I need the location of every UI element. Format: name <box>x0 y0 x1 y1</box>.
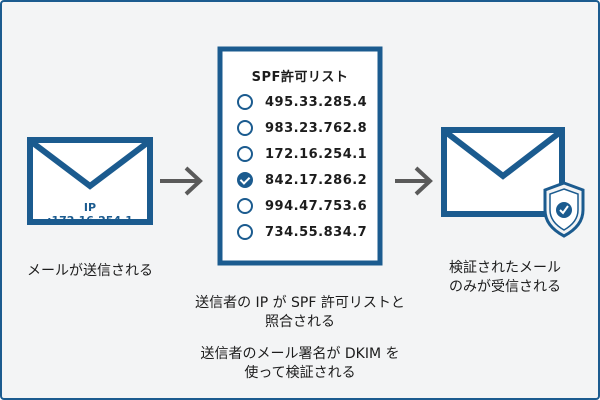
radio-icon <box>237 224 253 240</box>
spf-list-item: 983.23.762.8 <box>237 118 367 138</box>
spf-ip-value: 172.16.254.1 <box>265 146 368 162</box>
spf-list-item: 994.47.753.6 <box>237 196 367 216</box>
spf-ip-value: 495.33.285.4 <box>265 94 368 110</box>
dkim-caption-line2: 使って検証される <box>244 365 356 381</box>
radio-icon <box>237 146 253 162</box>
arrow-right-icon <box>395 166 433 196</box>
spf-list-item: 842.17.286.2 <box>237 170 367 190</box>
spf-caption-line1: 送信者の IP が SPF 許可リストと <box>195 295 405 311</box>
dkim-caption-line1: 送信者のメール署名が DKIM を <box>200 346 400 362</box>
receiver-caption-line2: のみが受信される <box>449 279 561 295</box>
spf-list-item: 495.33.285.4 <box>237 92 367 112</box>
spf-list-title: SPF許可リスト <box>251 70 349 85</box>
spf-list-item: 734.55.834.7 <box>237 222 367 242</box>
arrow-right-icon <box>160 166 203 196</box>
radio-checked-icon <box>237 172 253 188</box>
spf-list-item: 172.16.254.1 <box>237 144 367 164</box>
receiver-caption-line1: 検証されたメール <box>449 260 561 276</box>
shield-check-icon <box>543 181 585 238</box>
receiver-envelope-icon <box>441 127 565 217</box>
spf-caption-line2: 照合される <box>265 314 335 330</box>
sender-envelope-icon <box>27 137 153 225</box>
spf-ip-value: 734.55.834.7 <box>265 224 368 240</box>
spf-ip-value: 842.17.286.2 <box>265 172 368 188</box>
sender-ip-label: IP :172.16.254.1 <box>47 201 133 227</box>
spf-ip-value: 983.23.762.8 <box>265 120 368 136</box>
radio-icon <box>237 94 253 110</box>
sender-caption: メールが送信される <box>27 263 153 279</box>
spf-ip-value: 994.47.753.6 <box>265 198 368 214</box>
radio-icon <box>237 198 253 214</box>
radio-icon <box>237 120 253 136</box>
